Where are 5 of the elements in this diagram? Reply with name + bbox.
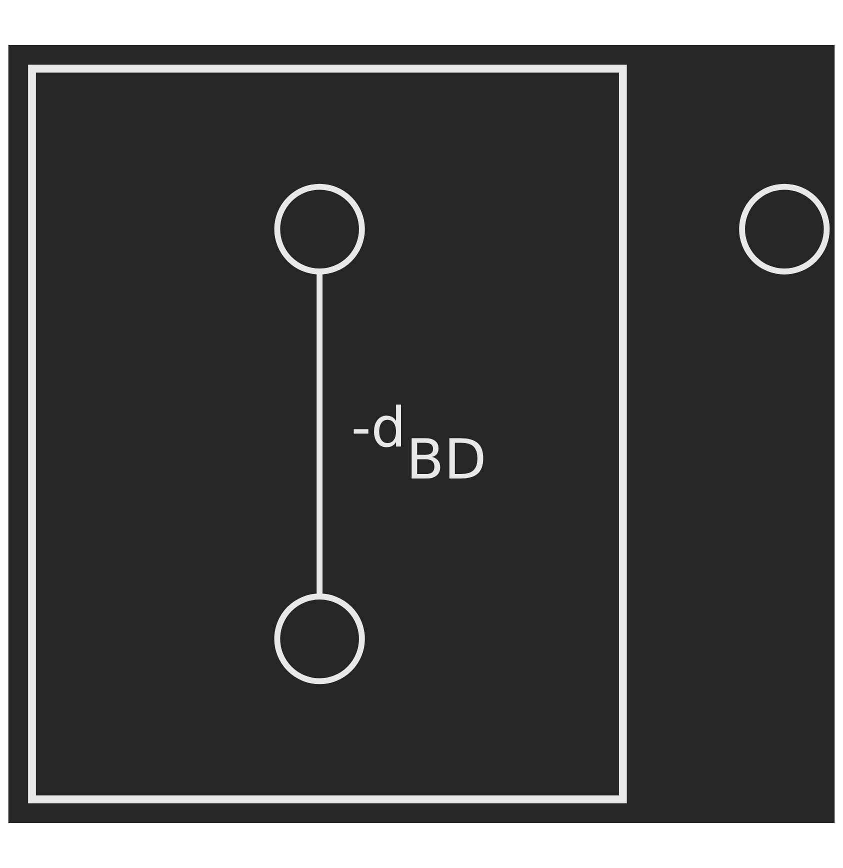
node-circle xyxy=(274,594,365,684)
cluster xyxy=(28,64,627,804)
node-circle xyxy=(274,184,365,274)
connector xyxy=(316,272,323,596)
node-circle xyxy=(739,184,830,274)
